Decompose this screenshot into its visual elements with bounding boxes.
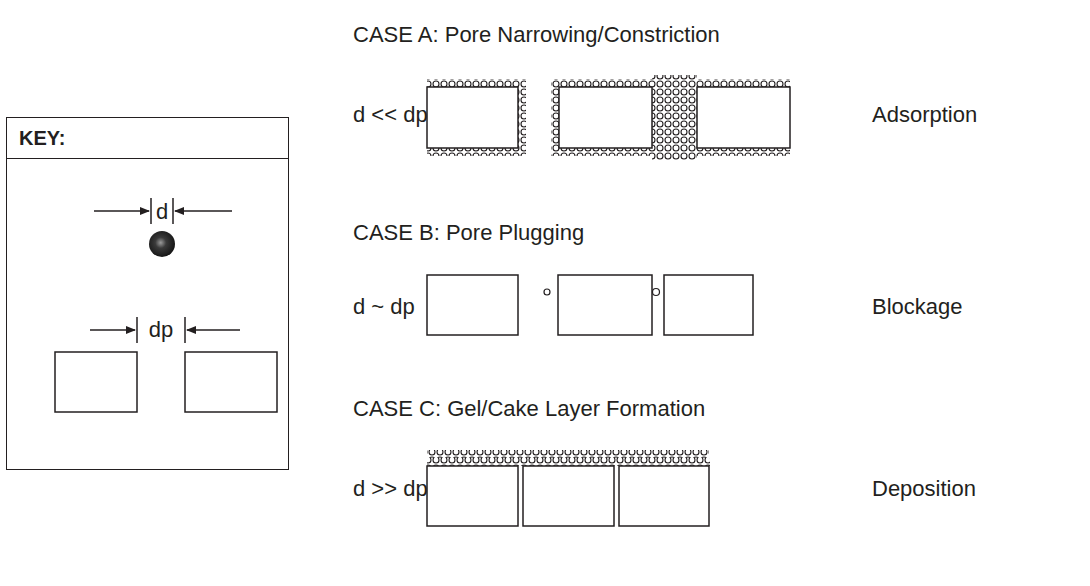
mechanism-label: Adsorption — [872, 104, 977, 126]
case-a-adsorption — [427, 75, 790, 160]
size-relation: d << dp — [353, 104, 428, 126]
mechanism-label: Blockage — [872, 296, 963, 318]
case-heading: CASE B: Pore Plugging — [353, 222, 584, 244]
dimension-label: dp — [149, 319, 173, 341]
key-heading: KEY: — [7, 118, 288, 159]
case-heading: CASE C: Gel/Cake Layer Formation — [353, 398, 705, 420]
size-relation: d ~ dp — [353, 296, 415, 318]
key-box: KEY: — [6, 117, 289, 470]
size-relation: d >> dp — [353, 478, 428, 500]
case-c-deposition — [427, 450, 710, 526]
dimension-label: d — [156, 201, 168, 223]
particle-ball — [149, 231, 175, 257]
case-b-blockage — [427, 275, 753, 335]
case-heading: CASE A: Pore Narrowing/Constriction — [353, 24, 720, 46]
key-symbols — [55, 198, 277, 412]
mechanism-label: Deposition — [872, 478, 976, 500]
